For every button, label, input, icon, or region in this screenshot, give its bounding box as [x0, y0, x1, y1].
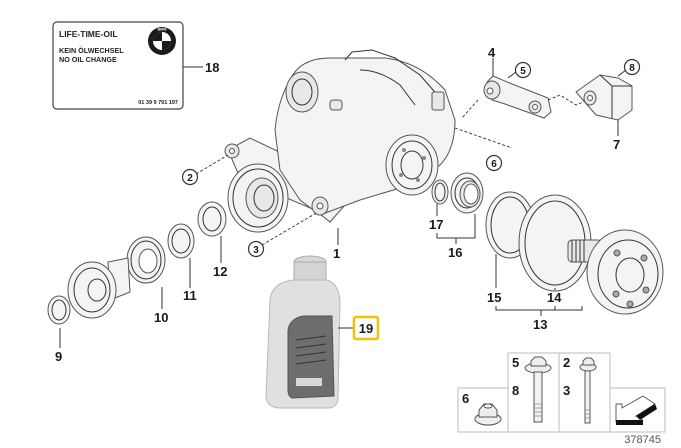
seal-11[interactable]: [167, 223, 195, 259]
hardware-label-2: 2: [563, 355, 570, 370]
callout-6[interactable]: 6: [491, 159, 497, 170]
bracket-13: [495, 306, 583, 311]
callout-9[interactable]: 9: [55, 349, 62, 364]
callout-8-circle: [623, 58, 641, 76]
hardware-label-5: 5: [512, 355, 519, 370]
hardware-label-3: 3: [563, 383, 570, 398]
callout-16[interactable]: 16: [448, 245, 462, 260]
sticker-line-2: KEIN ÖLWECHSEL: [59, 46, 124, 55]
mounting-bracket[interactable]: [483, 75, 552, 119]
callout-14[interactable]: 14: [547, 290, 562, 305]
seal-12[interactable]: [197, 201, 227, 237]
callout-11[interactable]: 11: [183, 288, 197, 303]
callout-5[interactable]: 5: [520, 66, 526, 77]
oil-sticker[interactable]: LIFE-TIME-OIL KEIN ÖLWECHSEL NO OIL CHAN…: [52, 21, 184, 110]
callout-2[interactable]: 2: [187, 173, 193, 184]
input-flange[interactable]: [67, 257, 131, 319]
callout-15[interactable]: 15: [487, 290, 501, 305]
sticker-line-3: NO OIL CHANGE: [59, 55, 117, 64]
hardware-label-8: 8: [512, 383, 519, 398]
callout-6-circle: [485, 154, 503, 172]
leader-3: [261, 211, 319, 246]
callout-18[interactable]: 18: [205, 60, 219, 75]
callout-17[interactable]: 17: [429, 217, 443, 232]
callout-1[interactable]: 1: [333, 246, 340, 261]
leader-5: [507, 71, 517, 79]
leader-6: [454, 127, 513, 149]
direction-arrow-icon[interactable]: [615, 395, 657, 425]
dash-bracket-to-housing: [461, 99, 479, 119]
sticker-line-1: LIFE-TIME-OIL: [59, 29, 118, 39]
rubber-mount[interactable]: [575, 74, 633, 121]
dust-shield-14[interactable]: [518, 194, 592, 292]
callout-7[interactable]: 7: [613, 137, 620, 152]
hardware-label-6: 6: [462, 391, 469, 406]
callout-2-circle: [181, 168, 199, 186]
highlight-box-19: [352, 315, 380, 341]
seal-9[interactable]: [47, 295, 71, 325]
callout-5-circle: [514, 61, 532, 79]
flange-nut-icon[interactable]: [474, 403, 502, 426]
callout-3[interactable]: 3: [253, 245, 259, 256]
callout-13[interactable]: 13: [533, 317, 547, 332]
callout-3-circle: [247, 240, 265, 258]
seal-ring-17[interactable]: [431, 179, 449, 205]
bmw-logo-text: BMW: [158, 28, 167, 32]
hardware-table: 6 5 8 2 3: [457, 352, 666, 433]
differential-housing[interactable]: [224, 49, 456, 233]
callout-19[interactable]: 19: [359, 321, 373, 336]
callout-4[interactable]: 4: [488, 45, 496, 60]
oil-bottle[interactable]: [265, 255, 341, 409]
dust-plate-10[interactable]: [126, 236, 166, 284]
leader-2: [195, 154, 229, 175]
bmw-logo-icon: BMW: [148, 27, 176, 55]
output-flange-13[interactable]: [567, 229, 664, 315]
dash-bracket-to-mount: [547, 94, 589, 106]
callout-8[interactable]: 8: [629, 63, 635, 74]
long-bolt-icon[interactable]: [579, 357, 597, 424]
callout-10[interactable]: 10: [154, 310, 168, 325]
sticker-part-number: 01 39 9 791 197: [138, 100, 178, 106]
diagram-reference-number: 378745: [624, 434, 661, 446]
leader-8: [617, 69, 627, 77]
shaft-seal-16[interactable]: [450, 172, 484, 214]
callout-12[interactable]: 12: [213, 264, 227, 279]
flange-bolt-icon[interactable]: [524, 356, 552, 423]
